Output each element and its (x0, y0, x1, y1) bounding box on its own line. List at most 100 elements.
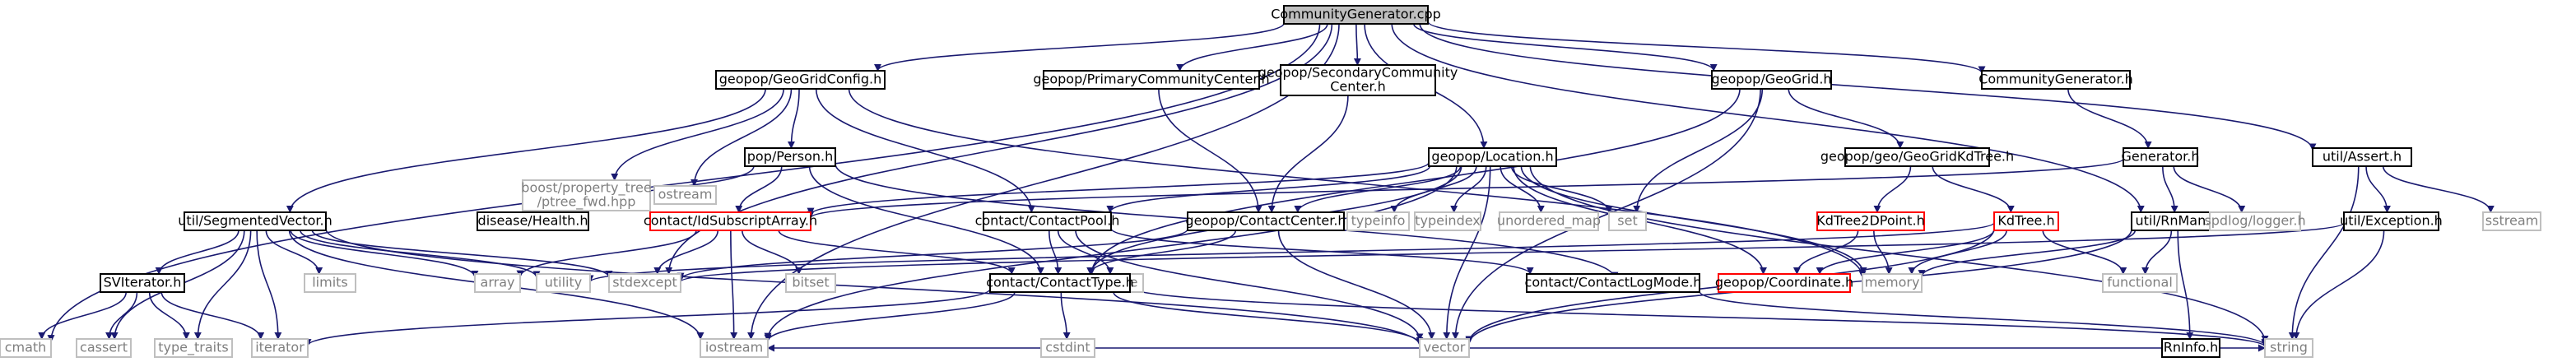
node-label-generator: Generator.h (2121, 149, 2199, 165)
edge-exception-to-stdexcept (677, 222, 2345, 283)
node-rninfo[interactable]: RnInfo.h (2161, 338, 2220, 358)
node-box-iostream (700, 338, 769, 358)
node-label-set: set (1617, 213, 1637, 229)
node-logmode[interactable]: contact/ContactLogMode.h (1525, 273, 1702, 293)
node-box-svit (100, 273, 185, 293)
node-contacttype[interactable]: contact/ContactType.h (986, 273, 1134, 293)
node-center[interactable]: geopop/ContactCenter.h (1185, 211, 1346, 231)
edge-generator-to-idsub (807, 158, 2124, 219)
node-label-center: geopop/ContactCenter.h (1185, 213, 1346, 229)
node-health[interactable]: disease/Health.h (477, 211, 589, 231)
node-box-kdtree (1993, 211, 2059, 231)
edge-segvec-to-svit (155, 230, 239, 275)
node-box-contacttype (989, 273, 1131, 293)
edge-logmode-to-string (1699, 290, 2269, 347)
edge-root-to-secondary (1353, 23, 1361, 66)
node-box-root (1283, 5, 1429, 25)
node-functional: functional (2102, 273, 2178, 293)
edge-rnman-to-rninfo (2177, 230, 2194, 340)
node-label-boost: /ptree_fwd.hpp (537, 194, 636, 211)
node-exception[interactable]: util/Exception.h (2340, 211, 2443, 231)
edge-idsub-to-contacttype (778, 230, 1016, 275)
node-geogridconfig[interactable]: geopop/GeoGridConfig.h (715, 70, 886, 90)
edge-assert-to-string (2288, 165, 2360, 340)
node-geogrid[interactable]: geopop/GeoGrid.h (1711, 70, 1832, 90)
edge-rnman-to-functional (2141, 230, 2173, 275)
edge-root-to-commgen_h (1427, 21, 1986, 74)
node-kdtree[interactable]: KdTree.h (1993, 211, 2059, 231)
node-coordinate[interactable]: geopop/Coordinate.h (1715, 273, 1853, 293)
node-label-person: pop/Person.h (747, 149, 833, 165)
node-label-exception: util/Exception.h (2340, 213, 2443, 229)
edge-kdtree-to-memory (1908, 230, 2007, 275)
edge-segvec-to-type_traits (193, 230, 252, 340)
node-label-segvec: util/SegmentedVector.h (178, 213, 332, 229)
node-label-iterator: iterator (255, 340, 305, 355)
node-label-iostream: iostream (705, 340, 763, 355)
edge-location-to-memory (1520, 165, 1867, 275)
node-rnman[interactable]: util/RnMan.h (2131, 211, 2223, 231)
node-box-array (474, 273, 521, 293)
edge-segvec-to-vector (325, 229, 1424, 346)
node-label-logmode: contact/ContactLogMode.h (1525, 275, 1702, 290)
edge-center-to-vector (1277, 230, 1435, 340)
edge-root-to-geogridconfig (874, 22, 1285, 72)
node-commgen_h[interactable]: CommunityGenerator.h (1978, 70, 2133, 90)
node-array: array (474, 273, 521, 293)
edge-idsub-to-stdexcept (653, 230, 719, 275)
node-svit[interactable]: SVIterator.h (100, 273, 185, 293)
edge-geogridconfig-to-person (787, 88, 800, 149)
edge-contacttype-to-iostream (764, 291, 1016, 342)
edge-generator-to-rnman (2162, 165, 2178, 213)
node-box-primary (1043, 70, 1260, 90)
node-box-geogridkd (1844, 147, 1990, 167)
node-kd2d[interactable]: KdTree2DPoint.h (1816, 211, 1925, 231)
edge-idsub-to-iostream (730, 230, 738, 340)
edge-geogridconfig-to-memory (848, 88, 1867, 279)
edge-location-to-pool (1106, 165, 1431, 213)
node-label-type_traits: type_traits (158, 340, 228, 356)
node-location[interactable]: geopop/Location.h (1428, 147, 1557, 167)
edge-commgen_h-to-generator (2067, 88, 2152, 149)
node-label-geogridkd: geopop/geo/GeoGridKdTree.h (1820, 149, 2014, 165)
node-assert[interactable]: util/Assert.h (2312, 147, 2412, 167)
node-generator[interactable]: Generator.h (2121, 147, 2200, 167)
edge-geogridconfig-to-ostream (690, 88, 793, 187)
edge-contacttype-to-iterator (304, 288, 991, 347)
node-primary[interactable]: geopop/PrimaryCommunityCenter.h (1033, 70, 1270, 90)
node-box-cmath (0, 338, 52, 358)
node-person[interactable]: pop/Person.h (744, 147, 836, 167)
edge-exception-to-string (2292, 230, 2385, 340)
node-label-typeindex: typeindex (1415, 213, 1481, 229)
edge-svit-to-cmath (38, 291, 128, 340)
edge-segvec-to-utility (300, 230, 541, 279)
edge-idsub-to-array (516, 230, 697, 278)
node-segvec[interactable]: util/SegmentedVector.h (178, 211, 332, 231)
node-box-spdlog (2209, 211, 2301, 231)
node-box-exception (2343, 211, 2439, 231)
edge-person-to-idsub (735, 165, 783, 213)
node-box-cstdint (1040, 338, 1095, 358)
edge-primary-to-center (1158, 88, 1262, 213)
node-label-geogrid: geopop/GeoGrid.h (1711, 72, 1831, 87)
node-label-svit: SVIterator.h (104, 275, 182, 290)
node-label-cstdint: cstdint (1045, 340, 1090, 355)
edge-segvec-to-iterator (256, 230, 282, 340)
node-root[interactable]: CommunityGenerator.cpp (1271, 5, 1441, 25)
node-box-bitset (785, 273, 836, 293)
edge-idsub-to-bitset (742, 230, 803, 275)
node-idsub[interactable]: contact/IdSubscriptArray.h (644, 211, 817, 231)
node-geogridkd[interactable]: geopop/geo/GeoGridKdTree.h (1820, 147, 2014, 167)
edge-geogridkd-to-kdtree (1932, 165, 2015, 213)
node-label-rninfo: RnInfo.h (2164, 340, 2218, 355)
edge-geogrid-to-contacttype (1088, 88, 1741, 275)
node-box-boost (522, 179, 651, 211)
edge-location-to-typeindex (1450, 165, 1487, 213)
node-pool[interactable]: contact/ContactPool.h (975, 211, 1120, 231)
edge-root-to-primary (1176, 23, 1328, 72)
node-label-ostream: ostream (658, 187, 713, 202)
edge-location-to-set (1510, 165, 1613, 214)
edge-kdtree-to-utility (586, 221, 1995, 283)
